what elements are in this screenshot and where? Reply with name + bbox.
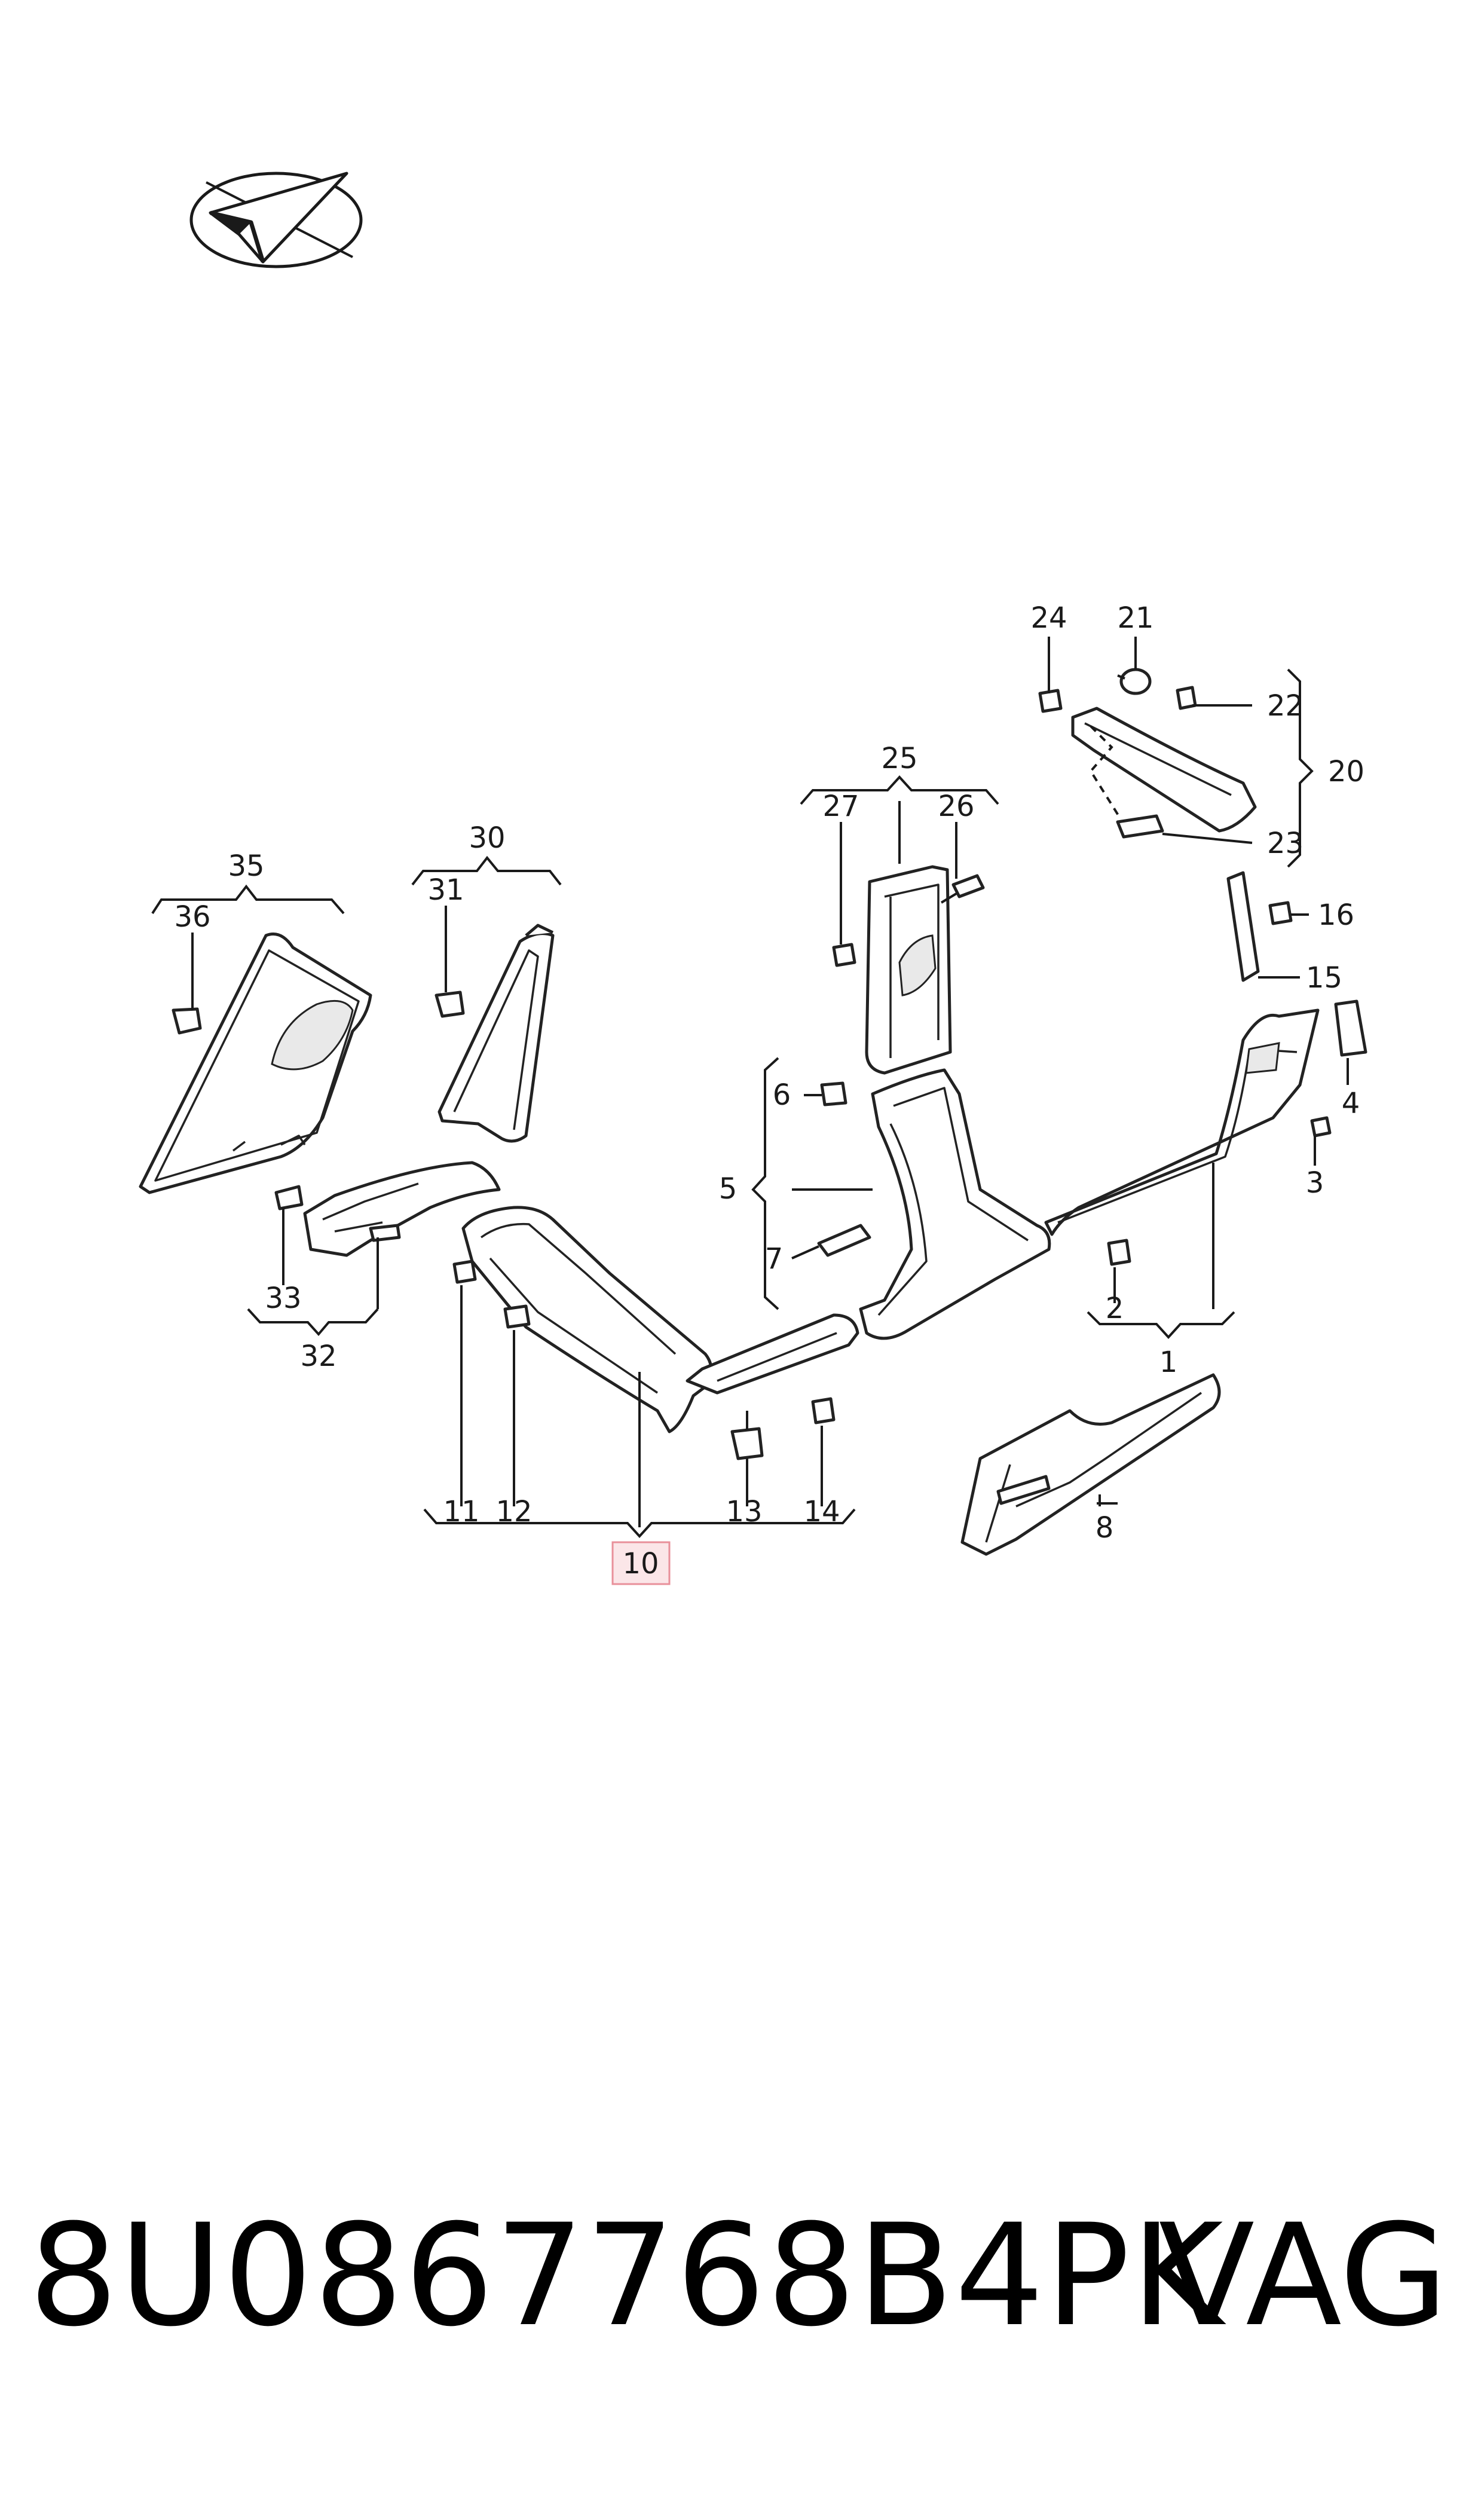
callout-27: 27 (822, 790, 859, 823)
part-3-clip (1310, 1116, 1332, 1138)
part-11-clip (452, 1259, 477, 1284)
callout-23: 23 (1267, 827, 1304, 860)
part-2-clip (1107, 1239, 1131, 1266)
callout-6: 6 (773, 1078, 791, 1112)
callout-14: 14 (803, 1495, 840, 1528)
part-21-screw (1117, 668, 1152, 695)
part-20-roof-trim (1071, 707, 1257, 833)
part-26-screw (940, 874, 985, 904)
part-6-clip (820, 1081, 847, 1106)
callout-26: 26 (938, 790, 974, 823)
part-16-clip (1268, 901, 1293, 925)
part-35-quarter-trim (139, 933, 372, 1194)
callout-10: 10 (622, 1547, 659, 1580)
part-27-clip (832, 943, 856, 967)
callout-16: 16 (1318, 898, 1354, 932)
part-36-clip (172, 1007, 202, 1035)
part-24-clip (1038, 689, 1063, 713)
callout-32: 32 (300, 1340, 336, 1373)
callout-4: 4 (1342, 1087, 1360, 1120)
brand-label: VAG (1158, 2194, 1448, 2358)
callout-33: 33 (265, 1282, 301, 1315)
part-12-clip (503, 1304, 531, 1329)
callout-25: 25 (881, 742, 917, 775)
callout-2: 2 (1106, 1292, 1124, 1325)
callout-35: 35 (228, 849, 264, 883)
callout-11: 11 (443, 1495, 479, 1528)
part-7-block (817, 1224, 871, 1257)
callout-22: 22 (1267, 689, 1304, 723)
callout-13: 13 (726, 1495, 762, 1528)
callout-36: 36 (174, 900, 210, 934)
part-15-strip (1226, 871, 1260, 982)
part-number: 8U0867768B4PK (29, 2194, 1225, 2358)
part-1-sill-trim (1044, 1008, 1320, 1236)
part-25-b-pillar-upper (865, 865, 952, 1075)
paper-plane-check-logo-icon (189, 172, 363, 268)
callout-21: 21 (1117, 601, 1153, 635)
part-4-bracket (1334, 999, 1367, 1057)
callout-7: 7 (765, 1242, 784, 1276)
part-8-sill-plate (960, 1373, 1221, 1556)
part-31-clip (435, 990, 465, 1018)
callout-30: 30 (469, 821, 505, 855)
part-33-clip (274, 1185, 304, 1210)
callout-8: 8 (1096, 1511, 1114, 1545)
part-23-clip (1116, 814, 1164, 839)
callout-labels: 35 36 30 31 33 32 11 12 13 14 25 27 26 6… (174, 601, 1364, 1585)
part-30-pillar-trim (437, 924, 555, 1143)
part-5-b-pillar-lower (859, 1068, 1051, 1340)
callout-31: 31 (427, 873, 464, 907)
part-14-clip (811, 1397, 836, 1424)
part-32-sill-trim (303, 1161, 501, 1257)
callout-5: 5 (719, 1172, 738, 1206)
callout-24: 24 (1030, 601, 1067, 635)
callout-12: 12 (495, 1495, 532, 1528)
callout-1: 1 (1159, 1346, 1178, 1379)
callout-3: 3 (1306, 1166, 1324, 1200)
part-10-a-pillar-lower (461, 1206, 859, 1433)
callout-20: 20 (1328, 755, 1364, 788)
part-13-clip (730, 1411, 764, 1460)
callout-10-highlight: 10 (611, 1541, 671, 1585)
callout-15: 15 (1306, 961, 1342, 995)
leader-lines (151, 637, 1349, 1538)
